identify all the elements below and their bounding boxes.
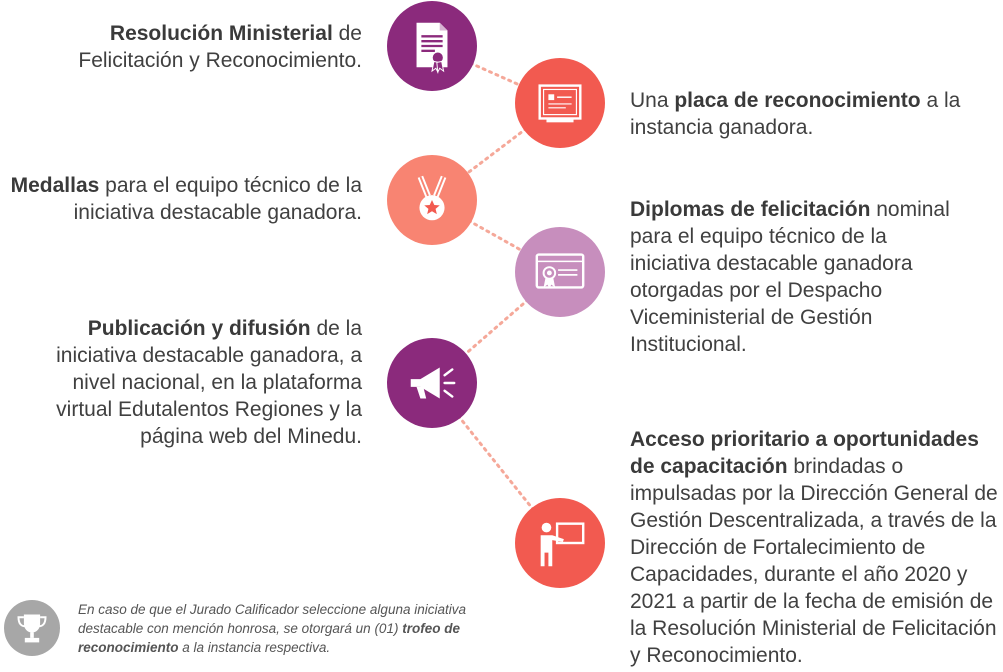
item-rest: de Felicitación y Reconocimiento.: [78, 22, 362, 72]
medal-icon: [417, 175, 447, 221]
item-bold: Resolución Ministerial: [109, 22, 333, 45]
item-rest: a la instancia ganadora.: [630, 89, 961, 139]
item-text-publicacion: Publicación y difusión de la iniciativa …: [20, 315, 362, 450]
item-text-resolucion: Resolución Ministerial de Felicitación y…: [40, 20, 362, 74]
diploma-icon: [535, 253, 585, 289]
item-text-placa: Una placa de reconocimiento a la instanc…: [630, 87, 990, 141]
item-bold: Medallas: [10, 174, 100, 197]
document-circle: [387, 1, 477, 91]
megaphone-icon: [410, 367, 456, 399]
note-part2: a la instancia respectiva.: [178, 640, 331, 655]
item-rest: de la iniciativa destacable ganadora, a …: [56, 317, 362, 448]
item-bold: Publicación y difusión: [87, 317, 311, 340]
document-ribbon-icon: [416, 22, 448, 74]
item-rest: nominal para el equipo técnico de la ini…: [630, 198, 950, 356]
plaque-icon: [538, 84, 582, 123]
note-part1: En caso de que el Jurado Calificador sel…: [78, 602, 466, 636]
presenter-circle: [515, 498, 605, 588]
presenter-icon: [540, 522, 585, 567]
item-rest: brindadas o impulsadas por la Dirección …: [630, 455, 998, 667]
note-bold: trofeo de reconocimiento: [78, 621, 460, 655]
item-bold: Diplomas de felicitación: [630, 198, 871, 221]
item-text-diplomas: Diplomas de felicitación nominal para el…: [630, 196, 970, 358]
trophy-icon: [17, 614, 47, 643]
medal-circle: [387, 155, 477, 245]
item-rest: para el equipo técnico de la iniciativa …: [73, 174, 362, 224]
megaphone-circle: [387, 338, 477, 428]
item-text-medallas: Medallas para el equipo técnico de la in…: [0, 172, 362, 226]
item-text-capacitacion: Acceso prioritario a oportunidades de ca…: [630, 426, 998, 669]
plaque-circle: [515, 58, 605, 148]
item-bold: Acceso prioritario a oportunidades de ca…: [630, 428, 979, 478]
item-bold: placa de reconocimiento: [674, 89, 921, 112]
item-pre: Una: [630, 89, 675, 112]
honorable-mention-note: En caso de que el Jurado Calificador sel…: [78, 600, 498, 657]
diploma-circle: [515, 227, 605, 317]
trophy-badge: [4, 600, 60, 656]
